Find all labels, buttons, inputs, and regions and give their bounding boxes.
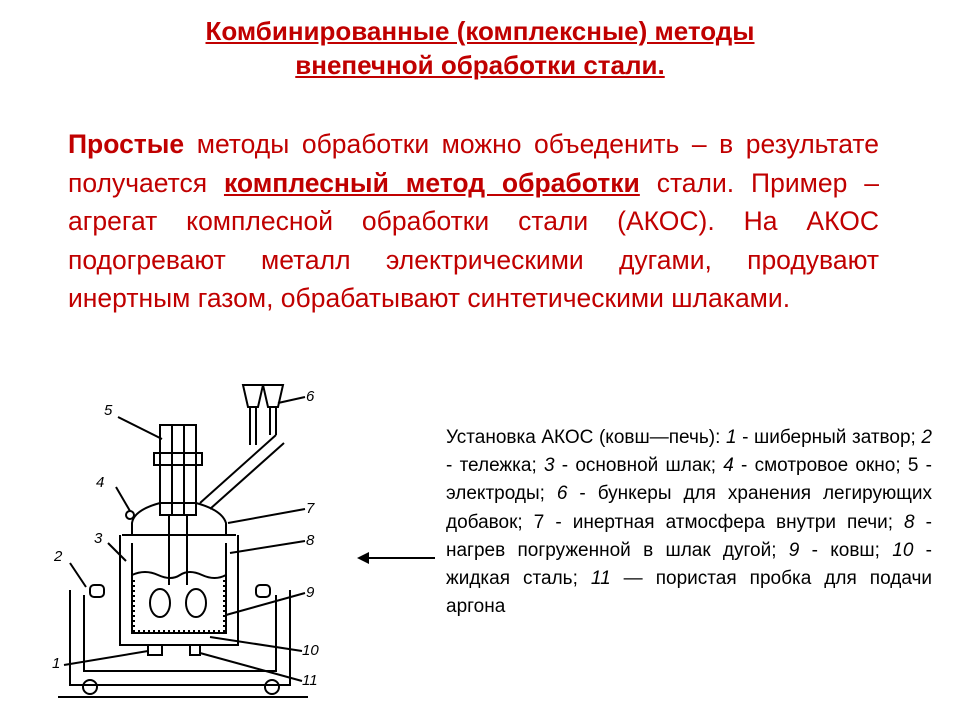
label-5: 5 bbox=[104, 402, 113, 419]
akos-diagram: 1 2 3 4 5 6 7 8 9 10 11 bbox=[52, 384, 319, 698]
label-1: 1 bbox=[52, 655, 60, 672]
intro-bold-word: Простые bbox=[68, 129, 185, 159]
diagram-caption: Установка АКОС (ковш—печь): 1 - шиберный… bbox=[446, 427, 932, 618]
intro-text-1: методы обработки можно объеденить – в ре… bbox=[68, 129, 879, 198]
title-line-1: Комбинированные (комплексные) методы bbox=[205, 16, 755, 46]
label-11: 11 bbox=[302, 672, 318, 689]
label-4: 4 bbox=[96, 474, 104, 491]
label-8: 8 bbox=[306, 532, 315, 549]
label-7: 7 bbox=[306, 500, 315, 517]
intro-paragraph: Простые методы обработки можно объеденит… bbox=[68, 125, 879, 318]
left-arrow-icon bbox=[357, 552, 435, 564]
title-line-2: внепечной обработки стали. bbox=[295, 50, 665, 80]
label-9: 9 bbox=[306, 584, 315, 601]
label-10: 10 bbox=[302, 642, 319, 659]
intro-text-2: стали. Пример – агрегат комплесной обраб… bbox=[68, 167, 879, 314]
intro-underlined-term: комплесный метод обработки bbox=[223, 167, 640, 198]
label-6: 6 bbox=[306, 388, 315, 405]
slide-title: Комбинированные (комплексные) методы вне… bbox=[0, 14, 960, 82]
label-2: 2 bbox=[53, 548, 63, 565]
label-3: 3 bbox=[94, 530, 103, 547]
